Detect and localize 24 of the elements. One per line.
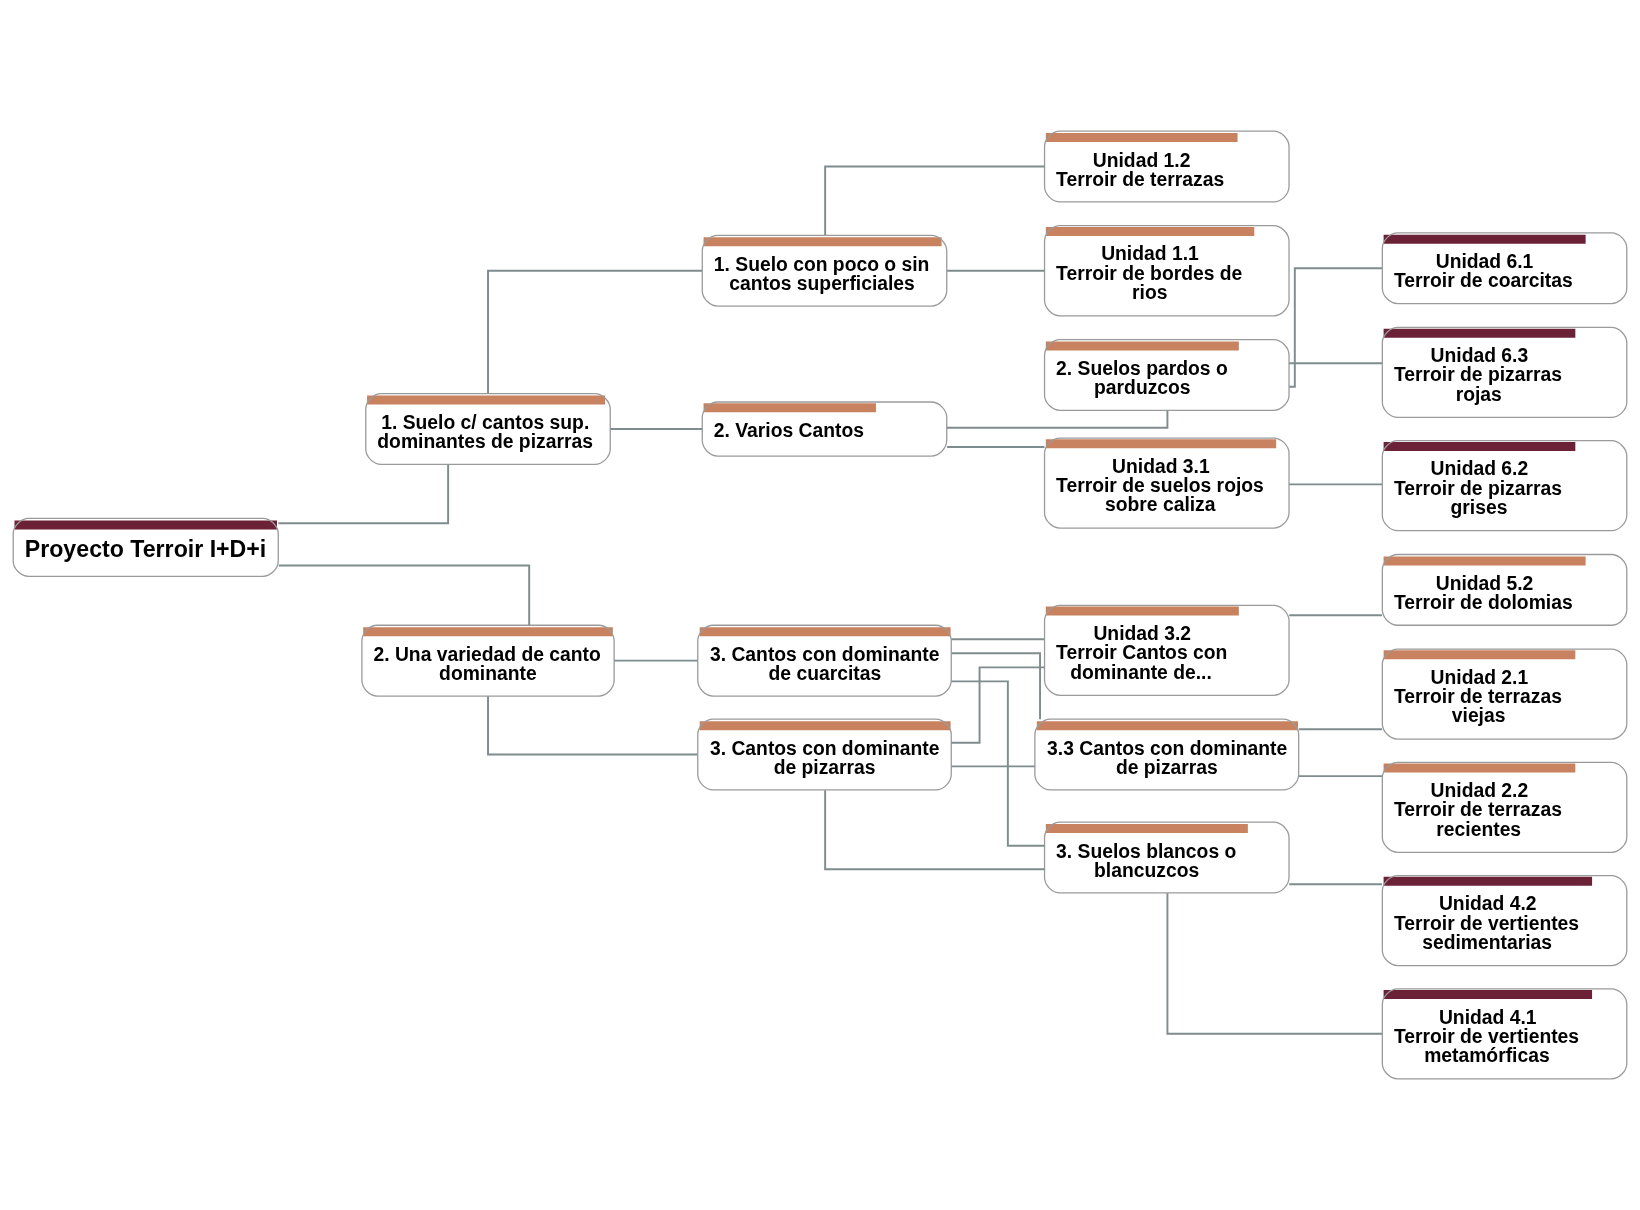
connector — [1288, 614, 1383, 617]
connector — [824, 789, 1046, 871]
connector — [1297, 775, 1383, 778]
connector — [950, 666, 1046, 744]
connector — [1288, 483, 1383, 486]
connector — [1288, 362, 1383, 365]
connector — [950, 638, 1045, 641]
connector — [950, 765, 1036, 768]
connector — [1166, 892, 1383, 1035]
connector — [950, 680, 1046, 847]
connector — [946, 446, 1046, 448]
connector — [950, 652, 1041, 721]
connector — [945, 409, 1169, 429]
connector — [487, 695, 699, 756]
connector — [946, 269, 1046, 272]
connector — [1297, 728, 1383, 731]
connector — [277, 463, 450, 525]
connector — [824, 165, 1046, 236]
connector — [277, 564, 531, 627]
connector — [1288, 883, 1383, 886]
connector — [613, 659, 699, 662]
connector — [1288, 267, 1383, 388]
connector — [487, 269, 704, 395]
connector — [609, 428, 704, 430]
